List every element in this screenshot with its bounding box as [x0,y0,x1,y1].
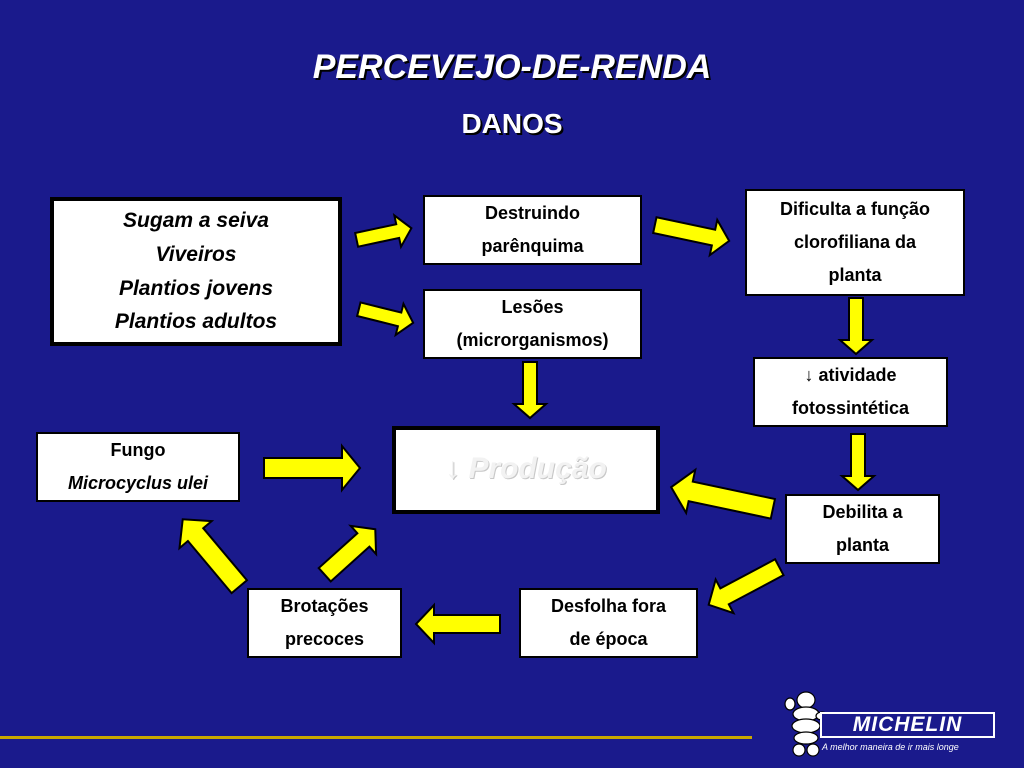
box-brotacoes-precoces: Brotações precoces [247,588,402,658]
box-fungo-line-2: Microcyclus ulei [67,473,209,493]
michelin-tagline: A melhor maneira de ir mais longe [822,742,959,752]
arrow-destruindo-to-dificulta [651,216,731,258]
box-desfolha-line-1: Desfolha fora [550,595,667,616]
box-lesoes-line-1: Lesões [501,296,564,317]
box-lesoes: Lesões (microrganismos) [423,289,642,359]
box-sugam-line-2: Viveiros [155,242,237,266]
box-fungo-line-1: Fungo [110,439,166,460]
slide-title: PERCEVEJO-DE-RENDA [312,48,712,86]
arrow-brotacoes-to-producao [317,524,378,583]
arrow-brotacoes-to-fungo [178,518,249,595]
box-atividade-fotossintetica: ↓ atividade fotossintética [753,357,948,427]
box-dificulta-line-1: Dificulta a função [779,198,931,219]
box-lesoes-line-2: (microrganismos) [456,330,609,350]
arrow-dificulta-to-atividade [837,297,875,356]
arrow-sugam-to-lesoes [355,301,415,338]
box-dificulta-line-2: clorofiliana da [793,231,917,252]
arrow-sugam-to-destruindo [353,213,413,250]
arrow-atividade-to-debilita [839,433,877,492]
box-fungo: Fungo Microcyclus ulei [36,432,240,502]
michelin-logo-text: MICHELIN [820,712,995,738]
box-desfolha-fora-de-epoca: Desfolha fora de época [519,588,698,658]
arrow-fungo-to-producao [263,443,362,493]
michelin-bibendum-icon [784,691,829,757]
box-destruindo-parenquima: Destruindo parênquima [423,195,642,265]
box-dificulta-line-3: planta [828,265,882,286]
box-debilita-planta: Debilita a planta [785,494,940,564]
box-atividade-line-2: fotossintética [791,398,910,418]
box-destruindo-line-1: Destruindo [484,202,580,223]
box-dificulta-funcao: Dificulta a função clorofiliana da plant… [745,189,965,296]
box-sugam-a-seiva: Sugam a seiva Viveiros Plantios jovens P… [50,197,342,346]
box-producao [392,426,660,514]
box-sugam-line-1: Sugam a seiva [123,209,269,233]
box-destruindo-line-2: parênquima [481,236,584,256]
footer-divider [0,736,752,739]
arrow-lesoes-to-producao [511,361,549,420]
arrow-debilita-to-producao [669,467,777,520]
arrow-desfolha-to-brotacoes [414,602,501,646]
box-brotacoes-line-2: precoces [284,629,365,649]
box-debilita-line-2: planta [835,535,889,555]
arrow-debilita-to-desfolha [707,557,785,615]
box-atividade-line-1: ↓ atividade [804,364,897,385]
producao-label: ↓ Produção [445,452,607,485]
box-desfolha-line-2: de época [569,629,648,649]
box-sugam-line-3: Plantios jovens [118,276,274,300]
box-brotacoes-line-1: Brotações [280,595,369,616]
box-sugam-line-4: Plantios adultos [114,310,278,334]
slide-subtitle: DANOS [461,108,563,139]
box-debilita-line-1: Debilita a [822,501,903,522]
